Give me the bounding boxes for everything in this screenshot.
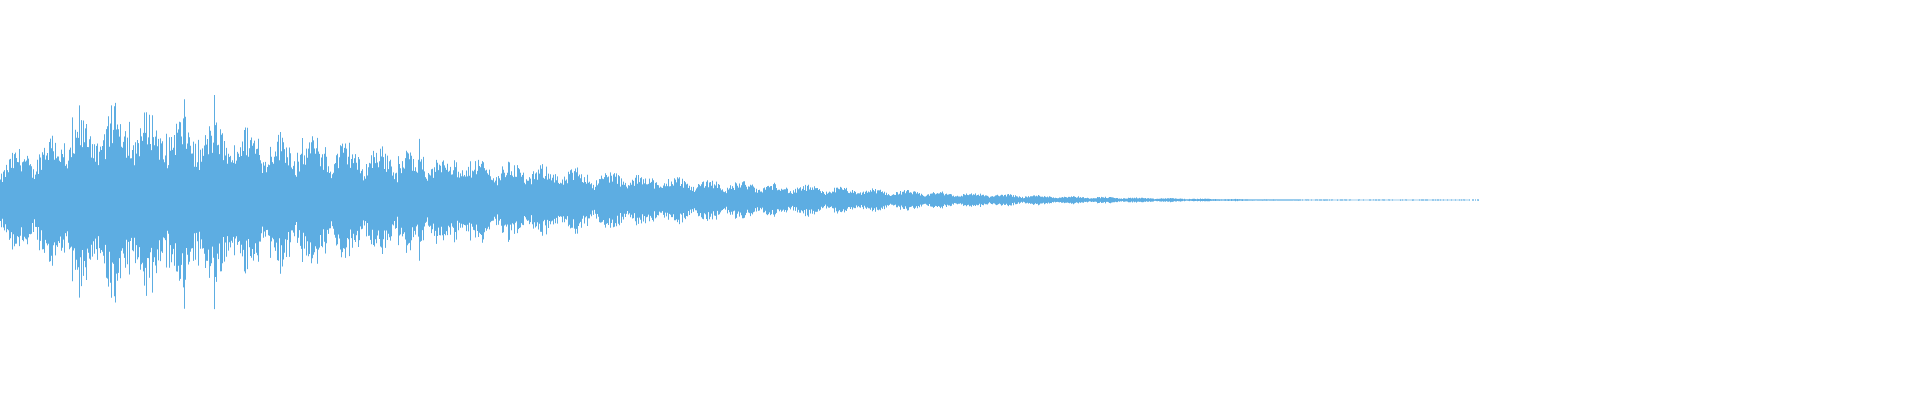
waveform-bars — [0, 95, 1479, 310]
